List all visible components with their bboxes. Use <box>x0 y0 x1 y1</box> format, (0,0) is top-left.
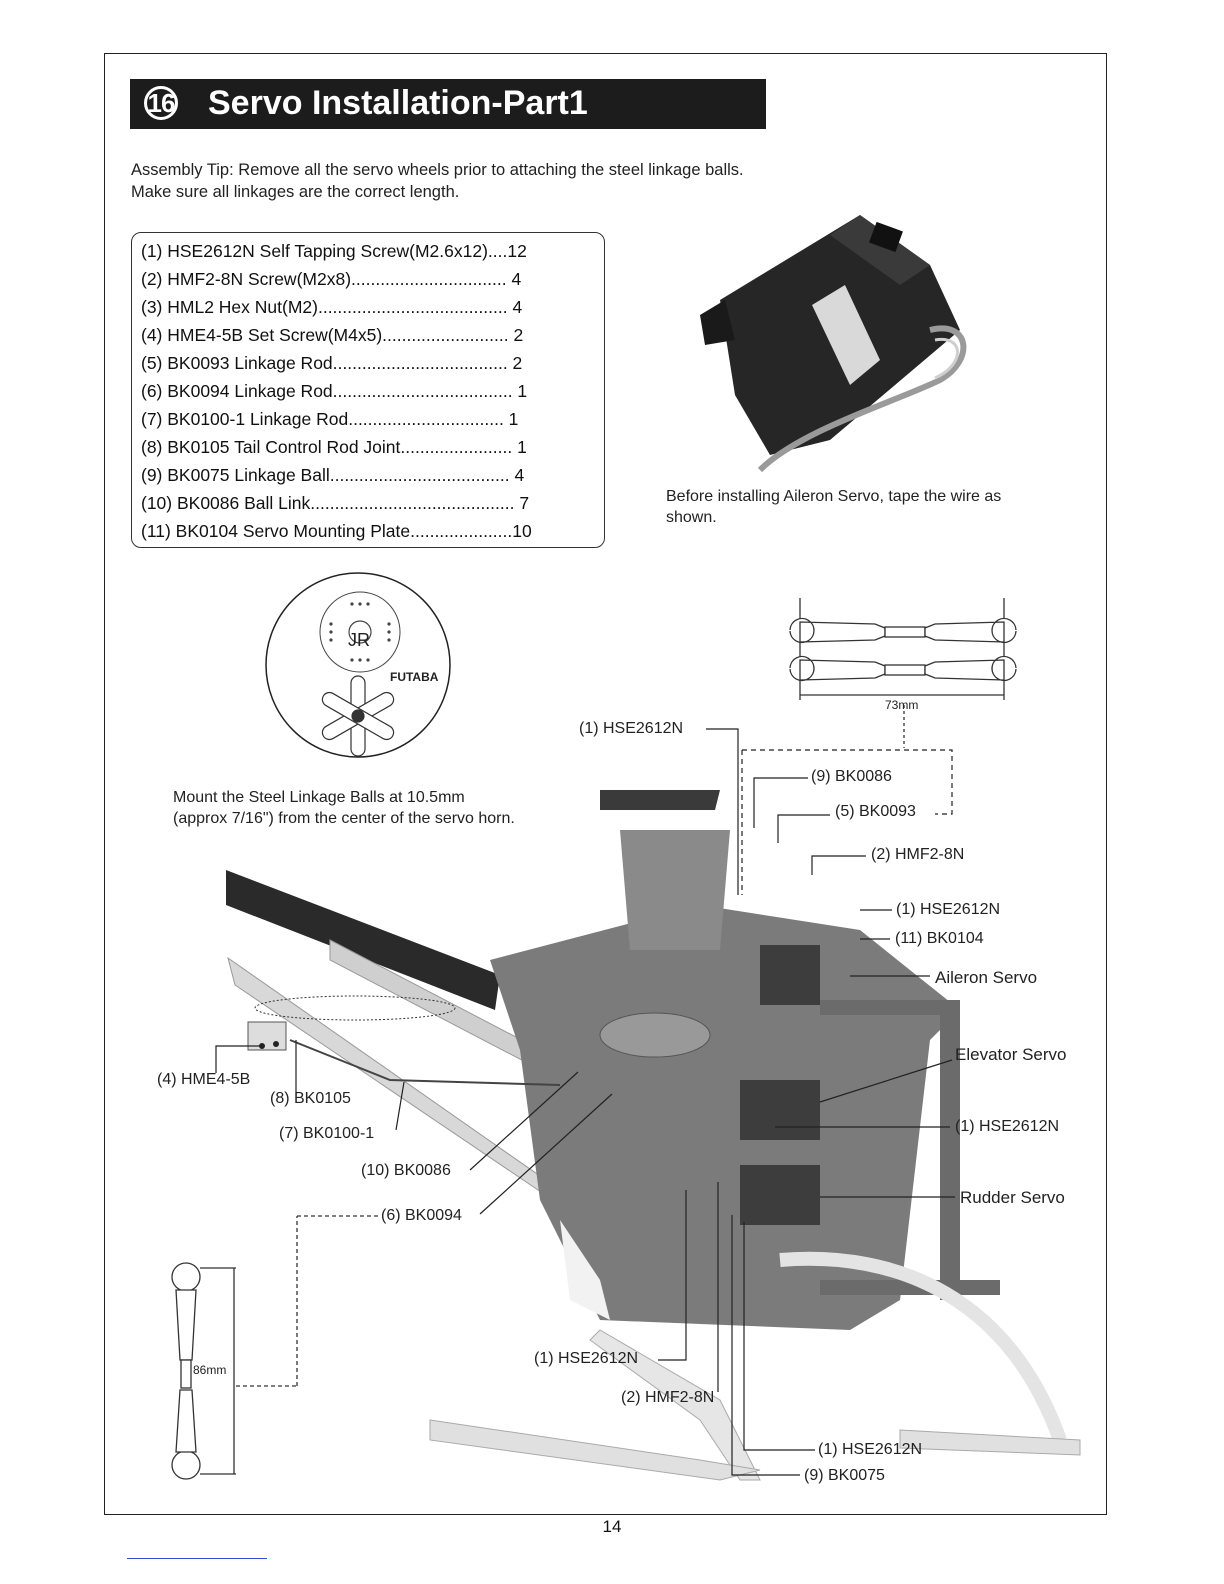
page-number: 14 <box>602 1517 622 1536</box>
parts-list-item: (7) BK0100-1 Linkage Rod................… <box>141 409 519 429</box>
callout-bk0075: (9) BK0075 <box>804 1467 885 1484</box>
horn-label-futaba: FUTABA <box>390 670 439 684</box>
horn-label-jr: JR <box>348 630 370 650</box>
parts-list-item: (11) BK0104 Servo Mounting Plate........… <box>141 521 532 541</box>
parts-list-item: (5) BK0093 Linkage Rod..................… <box>141 353 523 373</box>
linkage-rod-73mm-diagram <box>789 598 1017 700</box>
parts-list-item: (3) HML2 Hex Nut(M2)....................… <box>141 297 523 317</box>
aileron-servo-image <box>700 215 967 473</box>
callout-leader-lines <box>215 705 955 1476</box>
rod-length-86: 86mm <box>193 1363 227 1377</box>
aileron-caption: Before installing Aileron Servo, tape th… <box>666 488 1002 526</box>
footer-link-underline <box>127 1558 267 1559</box>
assembly-tip: Assembly Tip: Remove all the servo wheel… <box>131 161 744 201</box>
callout-hme4-5b: (4) HME4-5B <box>157 1071 251 1088</box>
callout-bk0086-low: (10) BK0086 <box>361 1162 451 1179</box>
parts-list-box: (1) HSE2612N Self Tapping Screw(M2.6x12)… <box>131 232 605 548</box>
parts-list-item: (10) BK0086 Ball Link...................… <box>141 493 530 513</box>
parts-list-item: (8) BK0105 Tail Control Rod Joint.......… <box>141 437 527 457</box>
linkage-rod-86mm-diagram <box>171 1215 378 1480</box>
parts-list-item: (2) HMF2-8N Screw(M2x8).................… <box>141 269 522 289</box>
parts-list-item: (6) BK0094 Linkage Rod..................… <box>141 381 528 401</box>
callout-bk0094: (6) BK0094 <box>381 1207 462 1224</box>
section-title: Servo Installation-Part1 <box>208 84 588 122</box>
section-number: 16 <box>144 86 178 120</box>
callout-bk0086-top: (9) BK0086 <box>811 768 892 785</box>
servo-horn-diagram <box>265 572 451 758</box>
callout-bk0100-1: (7) BK0100-1 <box>279 1125 375 1142</box>
callout-rudder-servo: Rudder Servo <box>960 1188 1065 1207</box>
callout-hse2612n-top: (1) HSE2612N <box>579 720 684 737</box>
section-title-bar: 16 Servo Installation-Part1 <box>130 79 766 129</box>
horn-caption: Mount the Steel Linkage Balls at 10.5mm … <box>173 789 515 827</box>
callout-hse2612n-elev: (1) HSE2612N <box>955 1118 1060 1135</box>
page-frame <box>104 53 1107 1515</box>
callout-hse2612n-low: (1) HSE2612N <box>534 1350 639 1367</box>
parts-list-item: (9) BK0075 Linkage Ball.................… <box>141 465 525 485</box>
callout-hse2612n-mid: (1) HSE2612N <box>896 901 1001 918</box>
parts-list-item: (4) HME4-5B Set Screw(M4x5).............… <box>141 325 524 345</box>
parts-list-item: (1) HSE2612N Self Tapping Screw(M2.6x12)… <box>141 241 527 261</box>
helicopter-frame-image <box>226 790 1081 1481</box>
callout-hmf2-8n-top: (2) HMF2-8N <box>871 846 965 863</box>
callout-bk0104: (11) BK0104 <box>895 930 984 947</box>
callout-bk0093: (5) BK0093 <box>835 803 916 820</box>
callout-bk0105: (8) BK0105 <box>270 1090 351 1107</box>
callout-aileron-servo: Aileron Servo <box>935 968 1038 987</box>
rod-length-73: 73mm <box>885 698 919 712</box>
callout-elevator-servo: Elevator Servo <box>955 1045 1067 1064</box>
callout-hmf2-8n-low: (2) HMF2-8N <box>621 1389 715 1406</box>
callout-hse2612n-bottom: (1) HSE2612N <box>818 1441 923 1458</box>
